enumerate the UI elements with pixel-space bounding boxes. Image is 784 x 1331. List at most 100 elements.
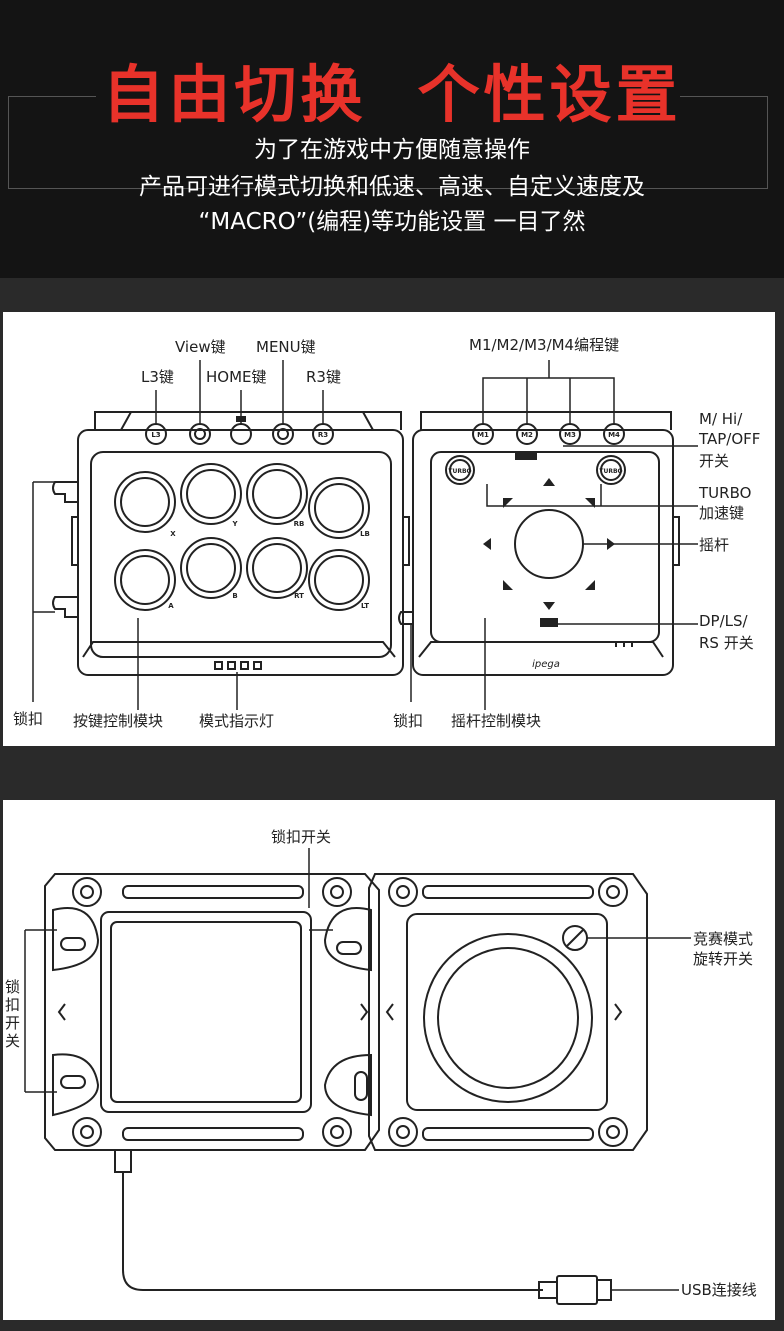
left-module-top-edge xyxy=(94,411,402,430)
label-tournament-1: 竞赛模式 xyxy=(693,930,753,948)
screw-left-tr xyxy=(322,877,352,907)
m1-label: M1 xyxy=(477,431,489,439)
screw-left-br-inner xyxy=(330,1125,344,1139)
right-module-top-edge xyxy=(420,411,672,430)
face-button-lt[interactable] xyxy=(308,549,370,611)
home-button[interactable] xyxy=(230,423,252,445)
subtitle-line-2: 产品可进行模式切换和低速、高速、自定义速度及 xyxy=(139,174,645,200)
bottom-right-slot-top xyxy=(422,885,594,899)
screw-left-br xyxy=(322,1117,352,1147)
stick-base-outer xyxy=(423,933,593,1103)
label-lock-side-3: 开 xyxy=(5,1014,20,1032)
label-turbo-2: 加速键 xyxy=(699,504,744,522)
deco-line-bottom xyxy=(8,188,768,189)
bottom-view-diagram: 锁扣开关 锁 扣 开 关 竞赛模式 旋转开关 USB连接线 xyxy=(5,828,757,1305)
lock-switch-right-top[interactable] xyxy=(323,907,372,972)
label-dp-switch-2: RS 开关 xyxy=(699,634,754,652)
mode-slide-switch[interactable] xyxy=(515,452,537,460)
leader-lock-top xyxy=(308,848,333,931)
subtitle-line-1: 为了在游戏中方便随意操作 xyxy=(254,137,530,163)
right-lock-hook xyxy=(398,611,413,625)
arrow-down-left xyxy=(503,580,513,590)
turbo-button-right[interactable] xyxy=(596,455,626,485)
m2-label: M2 xyxy=(521,431,533,439)
lock-switch-left-bottom[interactable] xyxy=(52,1053,100,1117)
lock-slider-right-bottom[interactable] xyxy=(354,1071,368,1101)
left-side-tab xyxy=(71,516,79,566)
right-side-tab xyxy=(672,516,680,566)
lock-hook-bottom xyxy=(52,596,78,618)
face-button-x[interactable] xyxy=(114,471,176,533)
screw-right-br xyxy=(598,1117,628,1147)
face-button-b[interactable] xyxy=(180,537,242,599)
leader-turbo xyxy=(486,484,698,507)
face-button-y[interactable] xyxy=(180,463,242,525)
deco-vert-left xyxy=(8,96,9,188)
face-button-b-inner xyxy=(186,543,236,593)
face-button-rb[interactable] xyxy=(246,463,308,525)
face-button-y-inner xyxy=(186,469,236,519)
tournament-dial-slot xyxy=(566,929,584,947)
arrow-down xyxy=(543,602,555,610)
face-button-rb-inner xyxy=(252,469,302,519)
screw-left-tl-inner xyxy=(80,885,94,899)
screw-right-bl-inner xyxy=(396,1125,410,1139)
view-button[interactable] xyxy=(189,423,211,445)
header-banner: 自由切换 个性设置 为了在游戏中方便随意操作 产品可进行模式切换和低速、高速、自… xyxy=(0,0,784,278)
left-module-body xyxy=(77,429,404,676)
stick-base-inner xyxy=(437,947,579,1089)
mode-light-1 xyxy=(214,661,223,670)
lock-slider-left-bottom[interactable] xyxy=(60,1075,86,1089)
usb-strain-relief xyxy=(114,1149,132,1173)
face-button-lb[interactable] xyxy=(308,477,370,539)
dp-slide-switch[interactable] xyxy=(540,618,558,627)
bottom-left-slot-top xyxy=(122,885,304,899)
bottom-left-body xyxy=(44,873,380,1151)
chevron-left-icon-right xyxy=(385,1003,394,1021)
subtitle-line-3: “MACRO”(编程)等功能设置 一目了然 xyxy=(198,209,586,235)
label-usb: USB连接线 xyxy=(681,1281,757,1299)
deco-vert-right xyxy=(767,96,768,188)
bottom-right-slot-bottom xyxy=(422,1127,594,1141)
screw-left-bl-inner xyxy=(80,1125,94,1139)
face-label-x: X xyxy=(170,530,176,538)
lock-switch-right-bottom[interactable] xyxy=(323,1053,372,1117)
face-button-a[interactable] xyxy=(114,549,176,611)
lock-slider-right-top[interactable] xyxy=(336,941,362,955)
bottom-left-tray-outer xyxy=(100,911,312,1113)
label-menu: MENU键 xyxy=(256,338,316,356)
lock-switch-left-top[interactable] xyxy=(52,907,100,972)
label-lock-switch-top: 锁扣开关 xyxy=(271,828,331,846)
view-button-inner xyxy=(194,428,206,440)
mode-light-2 xyxy=(227,661,236,670)
top-view-diagram: L3 R3 M1 M2 M3 M4 TURBO TURBO X Y RB LB … xyxy=(13,336,760,730)
face-label-lt: LT xyxy=(361,602,369,610)
status-dot-2 xyxy=(623,642,625,647)
label-turbo-1: TURBO xyxy=(698,484,751,502)
arrow-up xyxy=(543,478,555,486)
label-lock-side-2: 扣 xyxy=(5,996,20,1014)
label-mode-switch-1: M/ Hi/ xyxy=(699,410,743,428)
turbo-button-left[interactable] xyxy=(445,455,475,485)
turbo-button-left-inner xyxy=(449,459,471,481)
arrow-right xyxy=(607,538,615,550)
arrow-up-right xyxy=(585,498,595,508)
label-stick: 摇杆 xyxy=(699,536,729,554)
turbo-left-label: TURBO xyxy=(448,468,471,475)
leader-lock-side xyxy=(24,929,57,1093)
face-label-b: B xyxy=(232,592,237,600)
button-panel xyxy=(90,451,392,658)
lock-slider-left-top[interactable] xyxy=(60,937,86,951)
label-macro: M1/M2/M3/M4编程键 xyxy=(469,336,619,354)
mode-light-3 xyxy=(240,661,249,670)
arrow-up-left xyxy=(503,498,513,508)
bottom-left-slot-bottom xyxy=(122,1127,304,1141)
screw-right-bl xyxy=(388,1117,418,1147)
r3-button-label: R3 xyxy=(318,431,328,439)
menu-button[interactable] xyxy=(272,423,294,445)
face-button-rt[interactable] xyxy=(246,537,308,599)
joystick[interactable] xyxy=(514,509,584,579)
label-button-module: 按键控制模块 xyxy=(73,712,163,730)
m3-label: M3 xyxy=(564,431,576,439)
left-module-bottom-lip xyxy=(82,641,396,658)
